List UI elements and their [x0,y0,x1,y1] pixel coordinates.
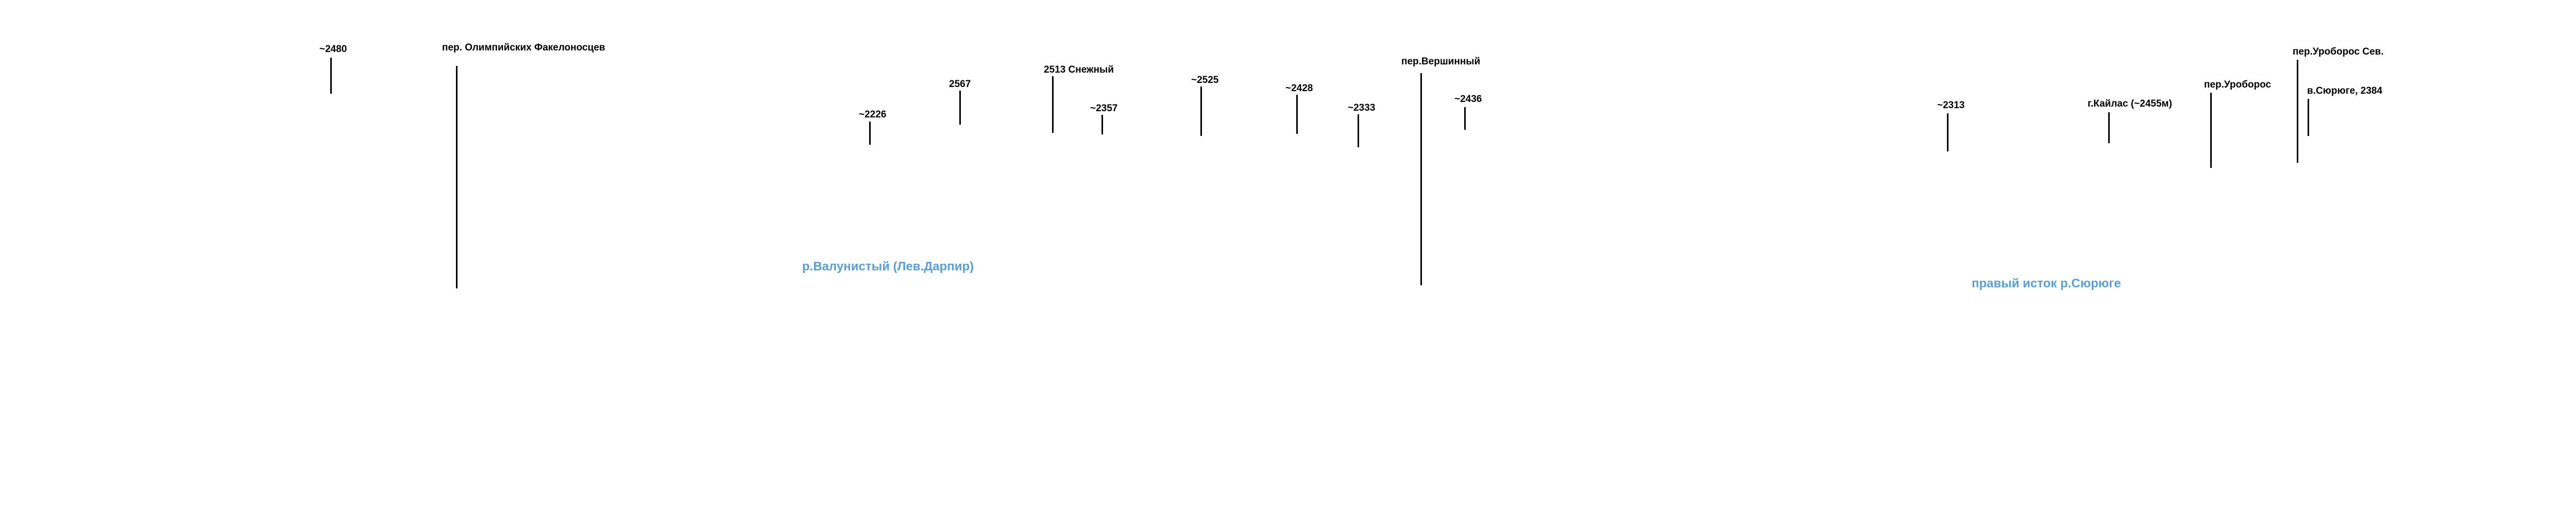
river-label-syuryuge: правый исток р.Сюрюге [1972,277,2121,290]
peak-label-2480: ~2480 [319,44,347,55]
peak-marker-2226 [869,122,871,145]
peak-marker-2480 [330,58,332,94]
peak-marker-2436 [1464,107,1466,130]
pass-label-vershinny: пер.Вершинный [1401,56,1481,67]
mount-label-kailas: г.Кайлас (~2455м) [2088,98,2172,109]
peak-label-syuryuge: в.Сюрюге, 2384 [2307,85,2383,96]
river-label-valunisty: р.Валунистый (Лев.Дарпир) [802,260,974,273]
pass-label-uroboros-north: пер.Уроборос Сев. [2293,46,2384,57]
peak-marker-2567 [959,91,961,125]
peak-marker-syuryuge [2308,99,2309,136]
peak-marker-2513 [1052,76,1054,133]
peak-marker-2313 [1947,113,1948,151]
peak-marker-2333 [1358,114,1359,147]
peak-label-2428: ~2428 [1285,83,1313,94]
peak-marker-2525 [1200,87,1202,136]
peak-marker-2357 [1101,115,1103,134]
peak-label-2525: ~2525 [1191,75,1219,85]
pass-marker-uroboros-north [2297,60,2298,163]
peak-marker-2428 [1296,95,1298,134]
peak-label-2313: ~2313 [1937,100,1965,111]
peak-label-2333: ~2333 [1348,102,1376,113]
pass-label-olimpiyskikh: пер. Олимпийских Факелоносцев [442,42,605,53]
peak-label-2357: ~2357 [1090,103,1118,114]
peak-label-2567: 2567 [949,79,971,90]
peak-label-2226: ~2226 [859,109,887,120]
pass-marker-uroboros [2210,93,2212,168]
peak-label-2436: ~2436 [1454,94,1482,105]
pass-marker-vershinny [1420,73,1422,285]
pass-marker-olimpiyskikh [456,66,457,288]
mount-marker-kailas [2108,112,2110,143]
pass-label-uroboros: пер.Уроборос [2204,79,2272,90]
peak-label-2513: 2513 Снежный [1044,64,1114,75]
